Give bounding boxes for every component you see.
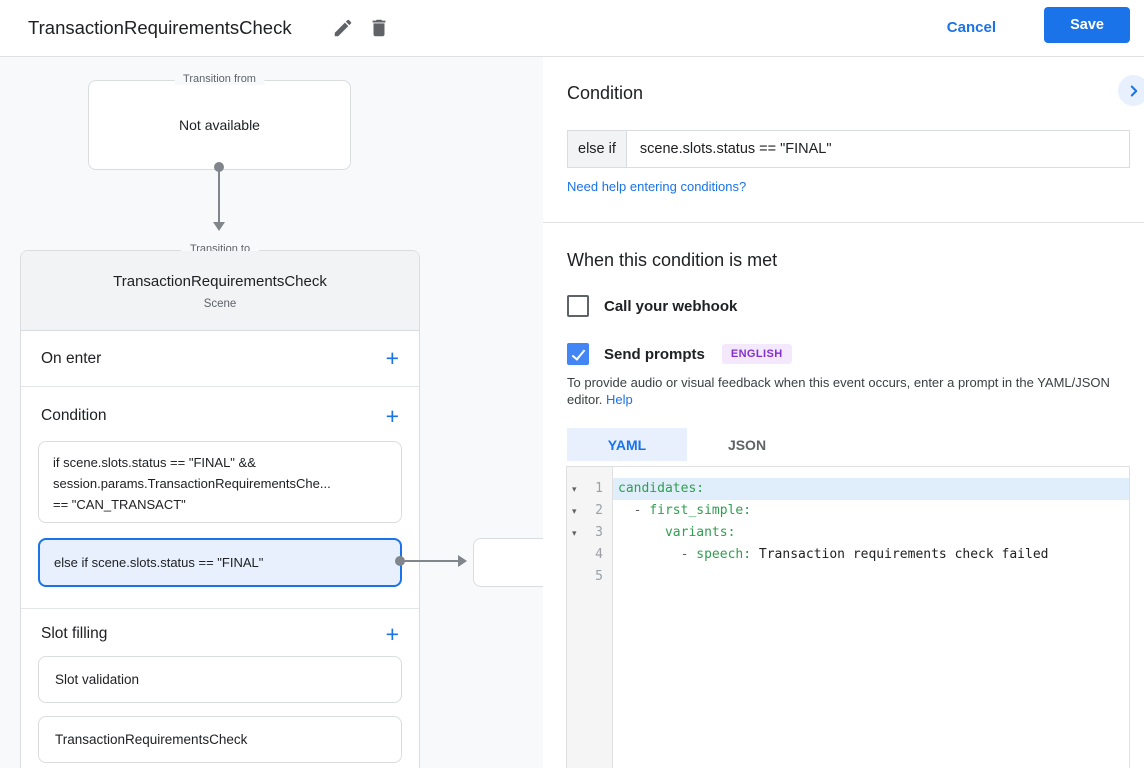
condition-line: if scene.slots.status == "FINAL" && [53, 455, 256, 470]
webhook-label: Call your webhook [604, 297, 738, 315]
gutter-row: ▾3 [567, 522, 612, 544]
edit-title-button[interactable] [330, 16, 356, 42]
fold-arrow-icon[interactable]: ▾ [572, 484, 577, 494]
chevron-right-icon [1130, 85, 1137, 96]
scene-card-subtitle: Scene [203, 298, 237, 310]
condition-line: == "CAN_TRANSACT" [53, 497, 186, 512]
connector-dot [395, 556, 405, 566]
call-webhook-row[interactable]: Call your webhook [567, 295, 737, 317]
transition-from-legend: Transition from [174, 73, 265, 85]
line-number: 2 [595, 503, 603, 518]
slot-filling-label: Slot filling [41, 625, 108, 642]
scene-card: Transition to TransactionRequirementsChe… [20, 243, 420, 768]
prompt-helper-text: To provide audio or visual feedback when… [567, 374, 1133, 408]
code-token: speech: [696, 547, 752, 562]
condition-expression-input[interactable] [626, 131, 1129, 167]
line-number: 3 [595, 525, 603, 540]
transition-from-content: Not available [179, 117, 260, 133]
condition-prefix-label: else if [568, 131, 627, 167]
transition-from-box[interactable]: Transition from Not available [88, 73, 351, 170]
gutter-row: ▾2 [567, 500, 612, 522]
send-prompts-label: Send prompts [604, 345, 705, 363]
slot-item-label: TransactionRequirementsCheck [55, 732, 248, 747]
page-title: TransactionRequirementsCheck [28, 17, 292, 38]
add-slot-button[interactable]: + [385, 620, 399, 647]
collapse-panel-button[interactable] [1118, 75, 1144, 106]
on-enter-label: On enter [41, 349, 102, 367]
fold-arrow-icon[interactable]: ▾ [572, 528, 577, 538]
cancel-button[interactable]: Cancel [939, 13, 1004, 42]
condition-help-link[interactable]: Need help entering conditions? [567, 179, 747, 194]
condition-item-if[interactable]: if scene.slots.status == "FINAL" && sess… [38, 441, 402, 523]
tab-json[interactable]: JSON [727, 436, 767, 453]
code-line[interactable]: - first_simple: [613, 500, 1129, 522]
gutter-row: 4 [567, 544, 612, 566]
code-token: variants: [664, 525, 736, 540]
code-line[interactable]: candidates: [613, 478, 1129, 500]
connector-line [218, 170, 220, 223]
line-number: 5 [595, 569, 603, 584]
gutter-row: 5 [567, 566, 612, 588]
code-line[interactable]: - speech: Transaction requirements check… [613, 544, 1129, 566]
code-token: Transaction requirements check failed [751, 547, 1049, 562]
help-link[interactable]: Help [606, 392, 633, 407]
condition-label: Condition [41, 407, 107, 424]
code-token [618, 525, 665, 540]
slot-item-validation[interactable]: Slot validation [38, 656, 402, 703]
delete-scene-button[interactable] [366, 16, 392, 42]
arrow-right-icon [458, 555, 467, 567]
code-line[interactable] [613, 566, 1129, 588]
gutter-row: ▾1 [567, 478, 612, 500]
code-token [618, 503, 634, 518]
scene-flow-canvas: Transition from Not available Transition… [0, 57, 543, 768]
transition-target-box[interactable] [473, 538, 543, 587]
add-on-enter-button[interactable]: + [385, 345, 399, 371]
panel-title: Condition [567, 83, 644, 103]
code-token: candidates: [618, 481, 705, 496]
fold-arrow-icon[interactable]: ▾ [572, 506, 577, 516]
send-prompts-checkbox[interactable] [567, 343, 589, 365]
send-prompts-row[interactable]: Send prompts ENGLISH [567, 343, 792, 365]
code-token: - [633, 503, 650, 518]
panel-divider [543, 222, 1144, 223]
helper-text: To provide audio or visual feedback when… [567, 375, 1110, 407]
language-badge: ENGLISH [721, 344, 792, 364]
webhook-checkbox[interactable] [567, 295, 589, 317]
pencil-icon [334, 19, 352, 36]
section-divider [21, 608, 419, 609]
when-condition-met-title: When this condition is met [567, 250, 778, 270]
code-token: first_simple: [649, 503, 752, 518]
code-token [618, 547, 681, 562]
code-token: - [680, 547, 697, 562]
slot-item-transaction[interactable]: TransactionRequirementsCheck [38, 716, 402, 763]
editor-format-tabs: YAML JSON [567, 428, 807, 461]
arrow-down-icon [213, 222, 225, 231]
trash-icon [372, 19, 386, 36]
slot-item-label: Slot validation [55, 672, 140, 687]
app-bar: TransactionRequirementsCheck Cancel Save [0, 0, 1144, 57]
condition-line: session.params.TransactionRequirementsCh… [53, 476, 331, 491]
editor-code[interactable]: candidates: - first_simple: variants: - … [613, 467, 1129, 768]
scene-card-header[interactable]: TransactionRequirementsCheck Scene [21, 251, 419, 331]
tab-yaml[interactable]: YAML [567, 428, 687, 461]
add-condition-button[interactable]: + [385, 402, 399, 429]
line-number: 1 [595, 481, 603, 496]
code-line[interactable]: variants: [613, 522, 1129, 544]
condition-section-header: Condition + [21, 401, 419, 431]
scene-card-title: TransactionRequirementsCheck [113, 273, 327, 290]
connector-line [403, 560, 459, 562]
save-button[interactable]: Save [1044, 7, 1130, 43]
condition-line: else if scene.slots.status == "FINAL" [54, 555, 264, 570]
on-enter-section: On enter + [21, 331, 419, 387]
slot-filling-section-header: Slot filling + [21, 619, 419, 649]
condition-detail-panel: Condition else if Need help entering con… [543, 57, 1144, 768]
line-number: 4 [595, 547, 603, 562]
condition-item-elseif-selected[interactable]: else if scene.slots.status == "FINAL" [38, 538, 402, 587]
connector-dot [214, 162, 224, 172]
condition-input-row: else if [567, 130, 1130, 168]
